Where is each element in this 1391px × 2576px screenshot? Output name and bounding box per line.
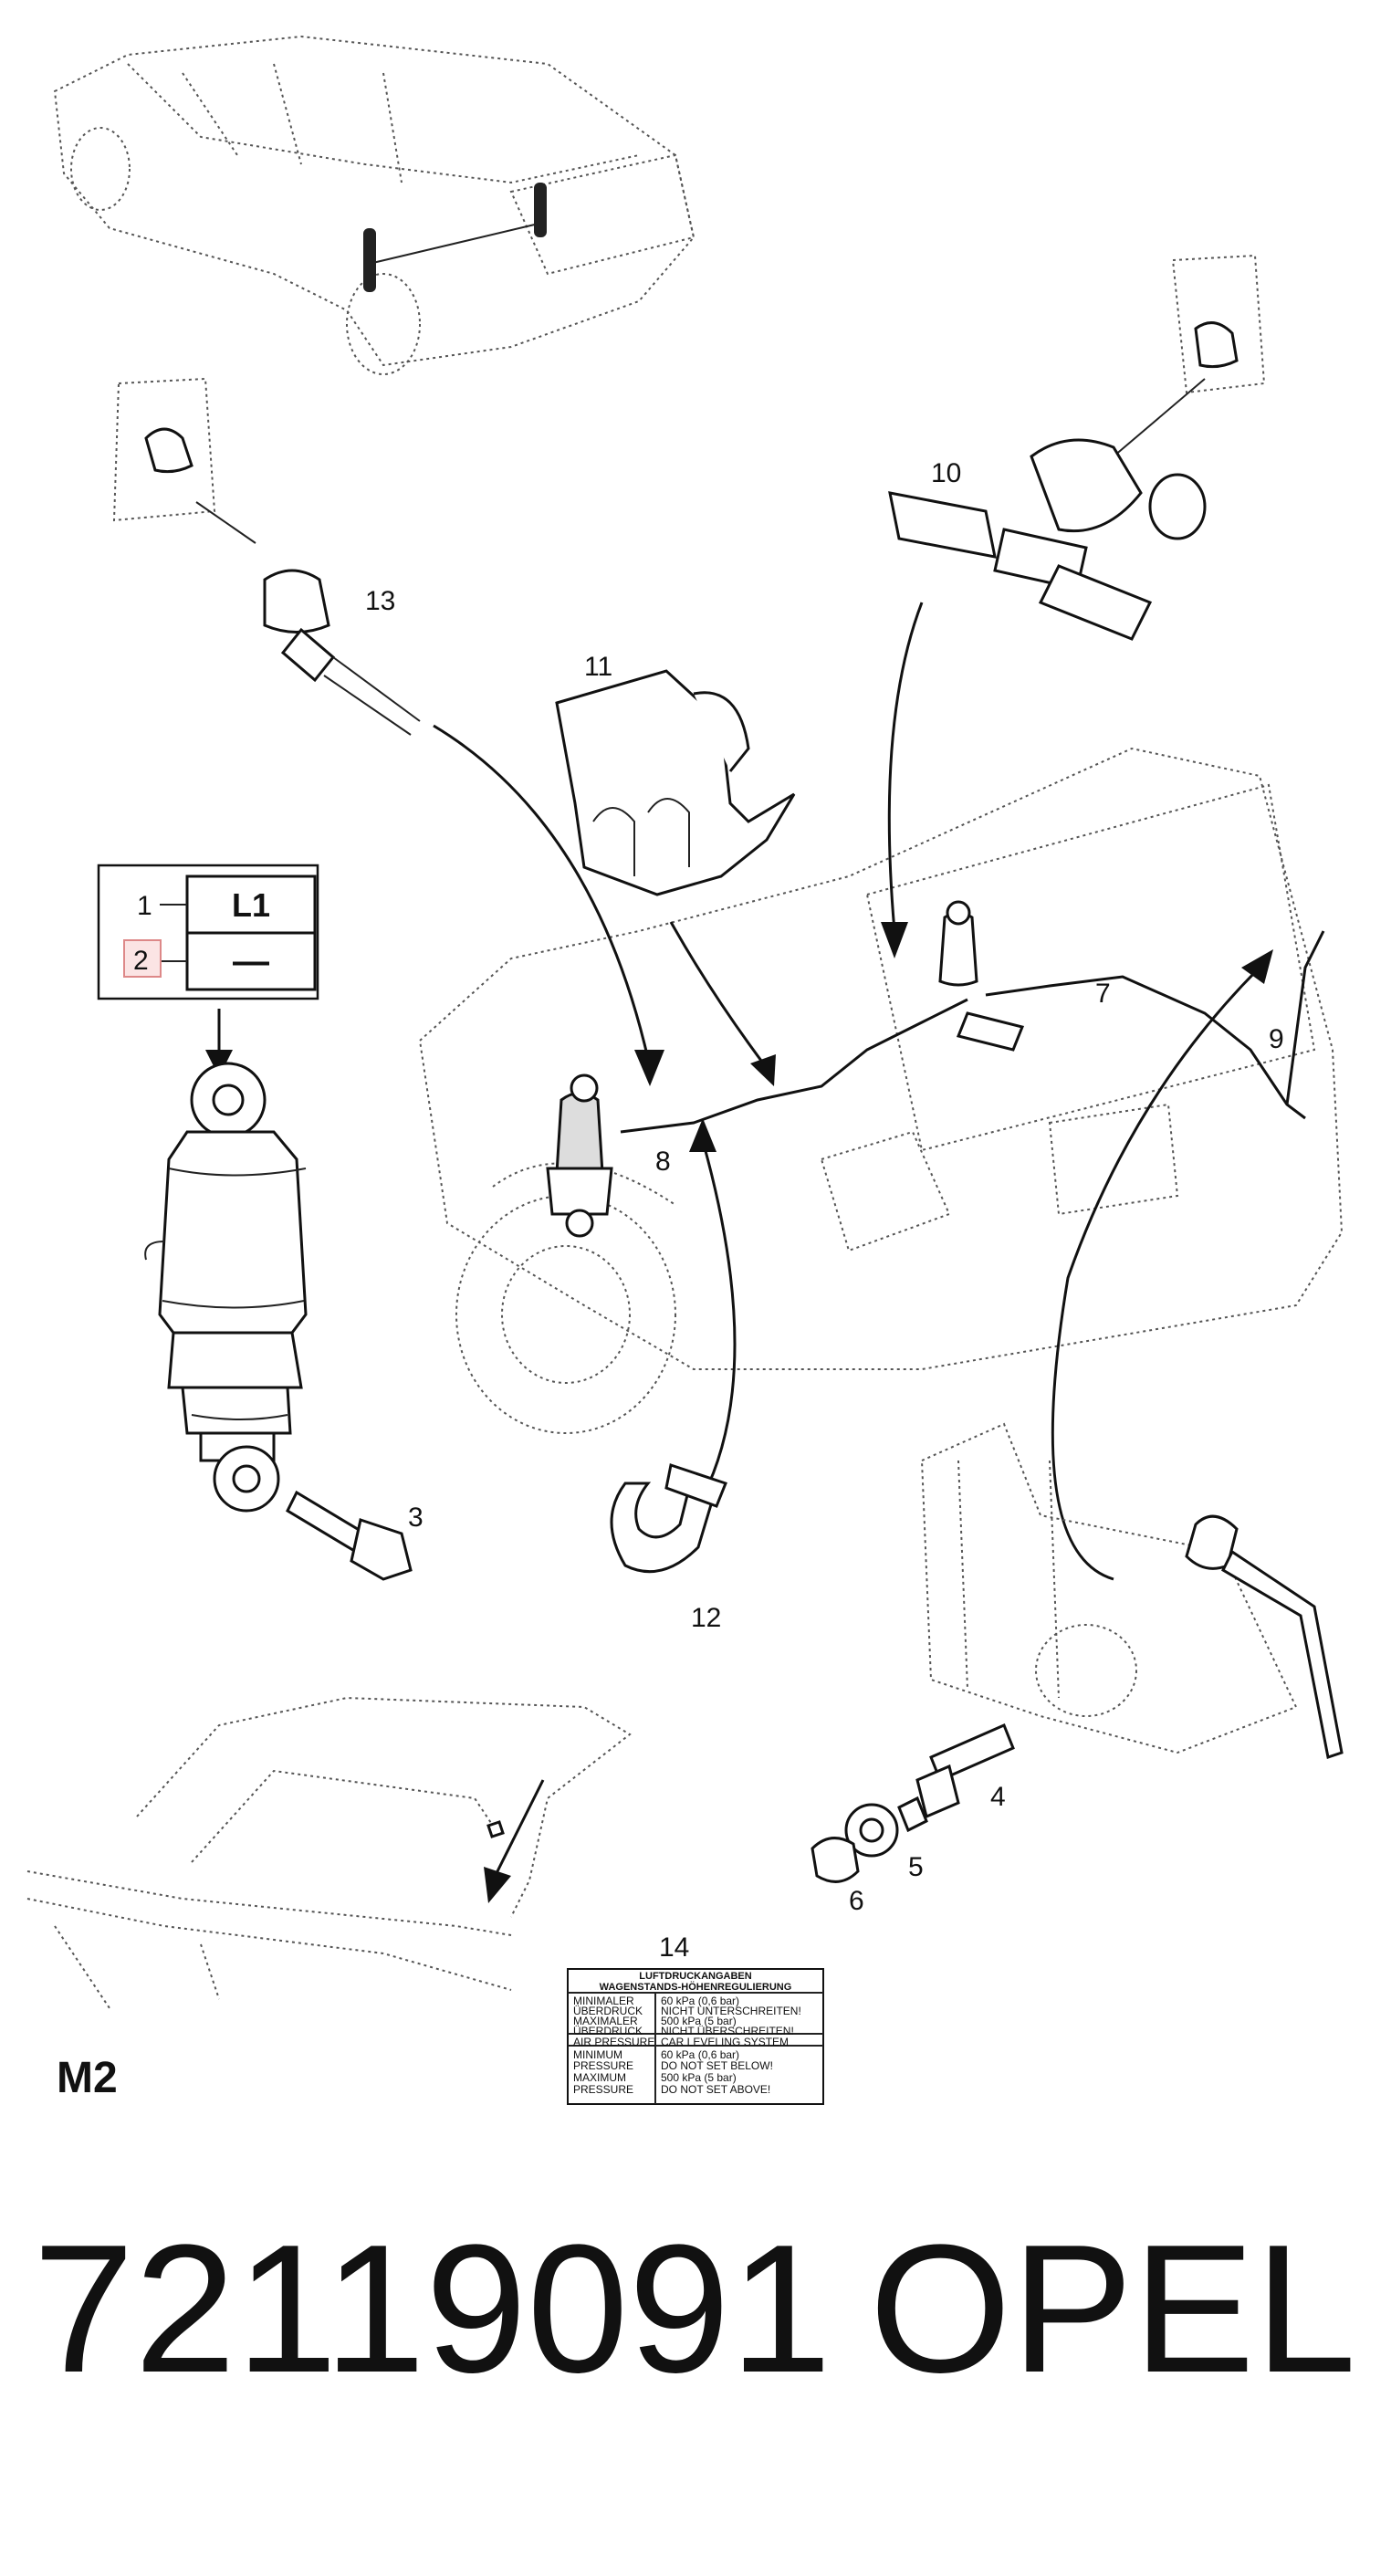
callout-12: 12: [691, 1603, 721, 1633]
table-row-4-label: ÜBERDRUCK: [573, 2025, 643, 2037]
legend-code-top: L1: [232, 886, 270, 924]
part-13-sensor-connector: 13: [112, 377, 421, 736]
table-row-5-label: AIR PRESSURE: [573, 2036, 654, 2048]
part-4-5-6-filling-valve: 4 5 6: [811, 1422, 1344, 1916]
callout-9: 9: [1269, 1024, 1284, 1054]
part-14-pressure-label: 14 LUFTDRUCKANGABEN WAGENSTANDS-HÖHENREG…: [567, 1932, 824, 2105]
table-row-7-value: DO NOT SET BELOW!: [661, 2059, 773, 2072]
table-row-8-value: 500 kPa (5 bar): [661, 2071, 737, 2084]
brand-name: OPEL: [869, 2207, 1356, 2411]
table-row-8-label: MAXIMUM: [573, 2071, 626, 2084]
part-12-clip: 12: [610, 1463, 727, 1633]
table-row-1-value: 60 kPa (0,6 bar): [661, 1995, 739, 2007]
part-11-bracket: 11: [555, 652, 796, 896]
callout-3: 3: [408, 1503, 424, 1533]
air-lines: 8 7 9: [620, 900, 1325, 1177]
overview-car-illustration: [53, 35, 696, 375]
callout-1: 1: [137, 891, 152, 921]
tailgate-illustration: [26, 1696, 632, 2009]
callout-6: 6: [849, 1886, 864, 1916]
table-row-6-value: 60 kPa (0,6 bar): [661, 2048, 739, 2061]
installed-shock-absorber: [546, 1073, 613, 1238]
table-row-3-label: MAXIMALER: [573, 2015, 638, 2027]
callout-5: 5: [908, 1852, 924, 1882]
part-number: 72119091: [33, 2207, 831, 2411]
air-shock-absorber: [144, 1062, 308, 1513]
table-row-1-label: MINIMALER: [573, 1995, 634, 2007]
table-header-2: WAGENSTANDS-HÖHENREGULIERUNG: [600, 1981, 792, 1993]
callout-14: 14: [659, 1932, 689, 1963]
car-rear-illustration: [418, 747, 1344, 1434]
callout-8: 8: [655, 1147, 671, 1177]
table-row-4-value: NICHT ÜBERSCHREITEN!: [661, 2025, 794, 2037]
table-row-5-value: CAR LEVELING SYSTEM: [661, 2036, 789, 2048]
callout-10: 10: [931, 458, 961, 488]
table-row-9-value: DO NOT SET ABOVE!: [661, 2083, 770, 2096]
callout-4: 4: [990, 1782, 1006, 1812]
callout-7: 7: [1095, 979, 1111, 1009]
table-header-1: LUFTDRUCKANGABEN: [639, 1971, 751, 1982]
section-code: M2: [57, 2054, 118, 2102]
table-row-6-label: MINIMUM: [573, 2048, 622, 2061]
table-row-2-value: NICHT UNTERSCHREITEN!: [661, 2005, 801, 2017]
part-3-bolt: 3: [286, 1490, 424, 1581]
table-row-7-label: PRESSURE: [573, 2059, 633, 2072]
table-row-9-label: PRESSURE: [573, 2083, 633, 2096]
part-10-t-connector: 10: [888, 254, 1266, 641]
callout-2: 2: [133, 946, 149, 976]
legend-box: 1 2 L1 —: [97, 864, 319, 1000]
table-row-3-value: 500 kPa (5 bar): [661, 2015, 737, 2027]
legend-code-bottom: —: [233, 941, 269, 981]
callout-11: 11: [584, 652, 612, 682]
callout-13: 13: [365, 586, 395, 616]
table-row-2-label: ÜBERDRUCK: [573, 2005, 643, 2017]
